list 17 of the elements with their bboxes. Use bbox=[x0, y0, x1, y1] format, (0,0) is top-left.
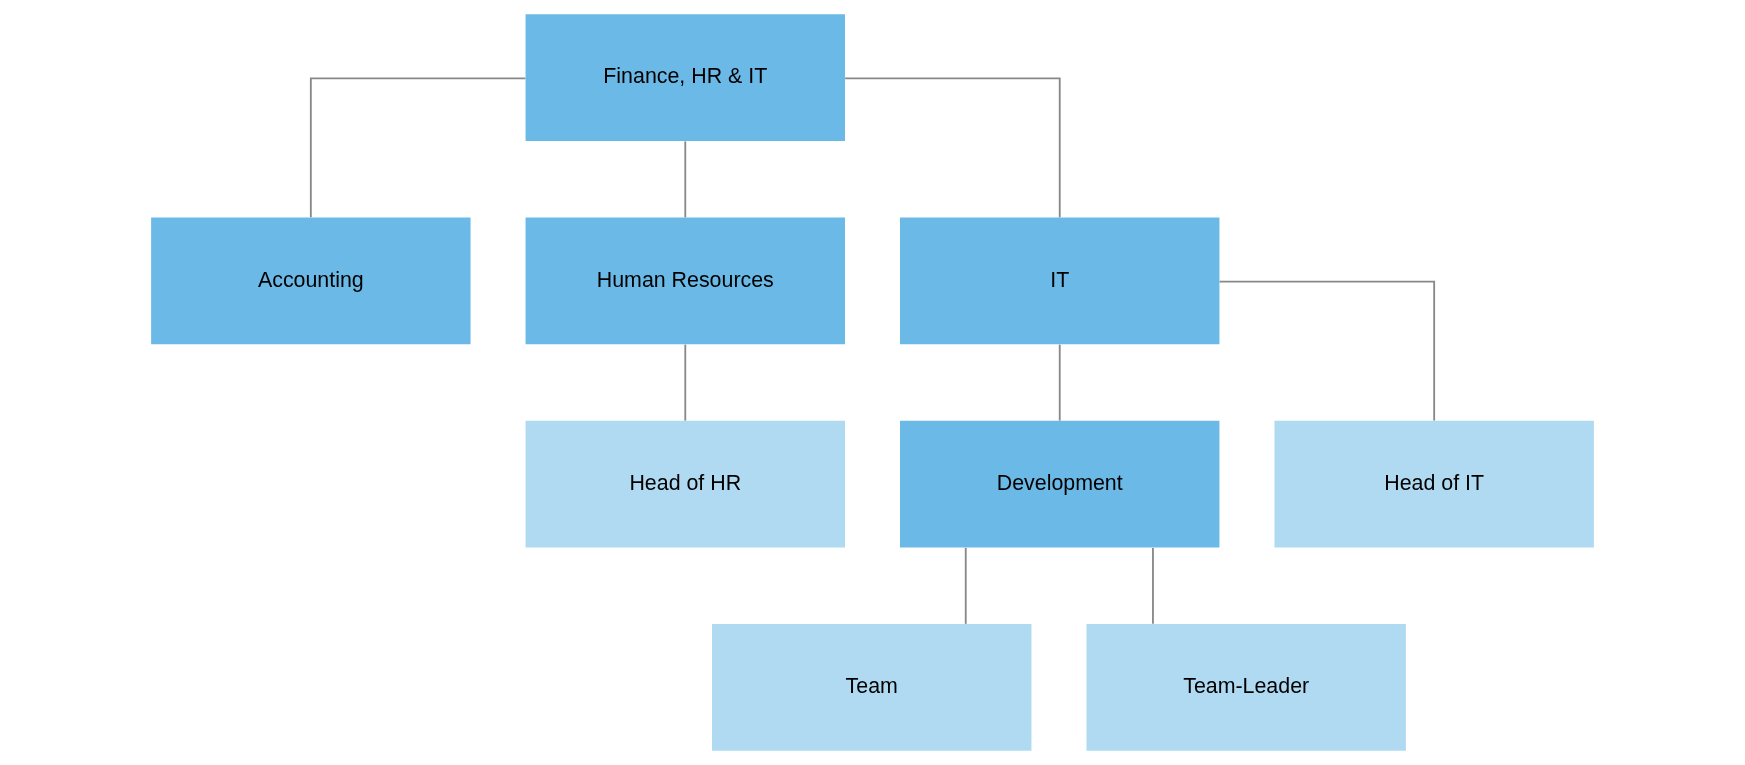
connector bbox=[964, 547, 967, 625]
node-box: Human Resources bbox=[525, 217, 845, 345]
connector bbox=[309, 77, 527, 219]
node-box: Team bbox=[712, 624, 1032, 751]
connector bbox=[684, 343, 687, 422]
connector bbox=[1152, 547, 1154, 625]
node-box: Accounting bbox=[151, 217, 471, 345]
node-box: Head of IT bbox=[1274, 420, 1594, 548]
node-box: Development bbox=[900, 420, 1220, 548]
node-box: IT bbox=[900, 217, 1220, 345]
connector bbox=[1218, 280, 1436, 422]
node-box: Team-Leader bbox=[1086, 624, 1406, 751]
connector bbox=[684, 140, 687, 219]
node-box: Finance, HR & IT bbox=[525, 14, 845, 141]
connector bbox=[1058, 343, 1061, 422]
connector bbox=[844, 77, 1061, 219]
node-box: Head of HR bbox=[525, 420, 845, 548]
